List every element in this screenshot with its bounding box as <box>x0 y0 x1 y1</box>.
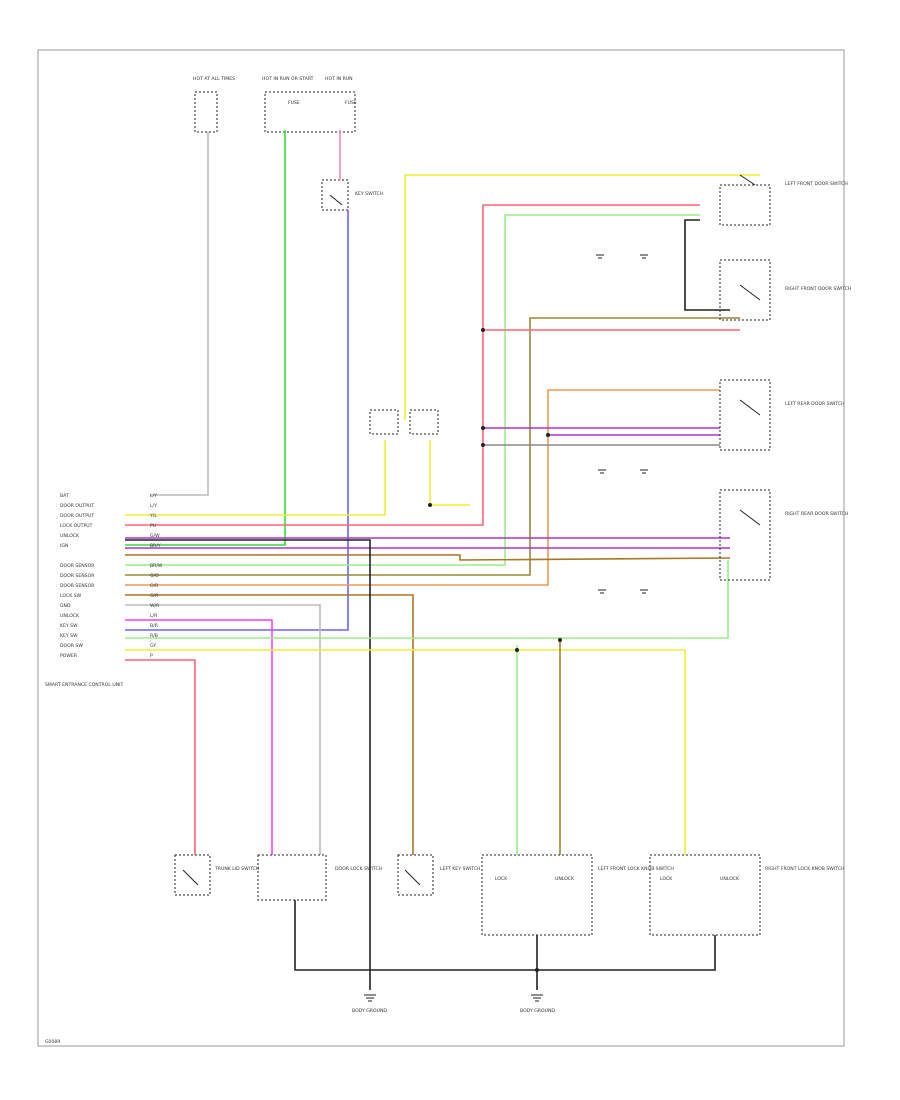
svg-text:LOCK: LOCK <box>660 876 673 882</box>
svg-text:GND: GND <box>60 603 71 609</box>
wire-brown-key <box>125 594 414 855</box>
svg-text:R/B: R/B <box>150 633 158 639</box>
wire-black-gnd <box>125 539 371 990</box>
svg-text:L/R: L/R <box>150 613 158 619</box>
svg-text:KEY SW: KEY SW <box>60 633 78 639</box>
svg-text:IGN: IGN <box>60 543 68 549</box>
svg-text:L/Y: L/Y <box>150 503 157 509</box>
svg-text:KEY SW: KEY SW <box>60 623 78 629</box>
wire-color-labels: L/Y L/Y Y/L PU G/W BR/Y BR/W G/O O/R G/R… <box>149 493 163 659</box>
rr-door-switch: RIGHT REAR DOOR SWITCH <box>719 489 848 581</box>
lr-door-switch: LEFT REAR DOOR SWITCH <box>719 379 845 451</box>
wire-green <box>125 130 286 546</box>
connectors-mid <box>369 409 439 435</box>
svg-text:UNLOCK: UNLOCK <box>555 876 575 882</box>
svg-text:DOOR SENSOR: DOOR SENSOR <box>60 583 95 589</box>
junctions <box>428 328 562 972</box>
pin-labels: BAT DOOR OUTPUT DOOR OUTPUT LOCK OUTPUT … <box>60 493 95 659</box>
wire-red <box>125 204 700 526</box>
fuse-b-label: FUSE <box>345 100 357 106</box>
wire-magenta <box>125 619 273 855</box>
svg-text:UNLOCK: UNLOCK <box>720 876 740 882</box>
wire-yellow-3 <box>429 440 470 506</box>
svg-text:UNLOCK: UNLOCK <box>60 533 80 539</box>
module-label: SMART ENTRANCE CONTROL UNIT <box>45 682 123 688</box>
svg-text:BR/Y: BR/Y <box>150 543 161 549</box>
trunk-switch-label: TRUNK LID SWITCH <box>214 866 259 872</box>
wire-lgreen <box>125 214 700 566</box>
diagram-frame <box>37 49 845 1047</box>
wire-gray-dls <box>125 604 321 855</box>
trunk-switch: TRUNK LID SWITCH <box>174 854 259 896</box>
wire-olive <box>125 317 740 576</box>
ground-2: BODY GROUND <box>520 994 555 1014</box>
fuse-a-label: FUSE <box>288 100 300 106</box>
wire-red-trunk <box>125 659 196 855</box>
door-lock-switch: DOOR LOCK SWITCH <box>257 854 382 901</box>
svg-text:POWER: POWER <box>60 653 78 659</box>
svg-text:DOOR SENSOR: DOOR SENSOR <box>60 563 95 569</box>
rf-lock-knob-label: RIGHT FRONT LOCK KNOB SWITCH <box>765 866 844 872</box>
wire-yellow-top <box>404 174 760 420</box>
wire-black-sw <box>684 219 730 311</box>
wire-yellow-2 <box>125 440 386 516</box>
left-key-switch-label: LEFT KEY SWITCH <box>440 866 480 872</box>
lr-door-switch-label: LEFT REAR DOOR SWITCH <box>785 401 845 407</box>
wire-bat <box>150 132 209 496</box>
door-lock-switch-label: DOOR LOCK SWITCH <box>335 866 382 872</box>
wire-lgreen-bus <box>125 560 729 639</box>
lf-lock-knob-label: LEFT FRONT LOCK KNOB SWITCH <box>598 866 674 872</box>
module-block: SMART ENTRANCE CONTROL UNIT BAT DOOR OUT… <box>45 493 163 688</box>
key-switch-label: KEY SWITCH <box>355 191 383 197</box>
lf-door-switch-label: LEFT FRONT DOOR SWITCH <box>785 181 848 187</box>
svg-text:P: P <box>150 653 153 659</box>
wire-orange <box>125 389 720 586</box>
wire-ground-bus <box>294 900 716 971</box>
svg-text:PU: PU <box>150 523 156 529</box>
wire-yellow-rf <box>125 649 686 855</box>
svg-text:G/R: G/R <box>150 593 159 599</box>
svg-text:BAT: BAT <box>60 493 69 499</box>
svg-text:UNLOCK: UNLOCK <box>60 613 80 619</box>
svg-text:W/R: W/R <box>150 603 160 609</box>
svg-text:DOOR OUTPUT: DOOR OUTPUT <box>60 513 94 519</box>
wire-brown <box>125 554 731 561</box>
figure-id: G0089 <box>45 1039 60 1045</box>
svg-text:L/Y: L/Y <box>150 493 157 499</box>
ground2-label: BODY GROUND <box>520 1008 555 1014</box>
hot-run2-label: HOT IN RUN <box>325 76 353 82</box>
left-key-switch: LEFT KEY SWITCH <box>397 854 480 896</box>
svg-text:G/O: G/O <box>150 573 159 579</box>
svg-text:O/R: O/R <box>150 583 159 589</box>
hot-run1-label: HOT IN RUN OR START <box>262 76 314 82</box>
svg-text:DOOR SENSOR: DOOR SENSOR <box>60 573 95 579</box>
rf-door-switch-label: RIGHT FRONT DOOR SWITCH <box>785 286 851 292</box>
batt-top-label: HOT AT ALL TIMES <box>193 76 235 82</box>
fuse-block: HOT AT ALL TIMES HOT IN RUN OR START HOT… <box>193 76 357 133</box>
lf-door-switch: LEFT FRONT DOOR SWITCH <box>719 174 848 226</box>
key-switch-top: KEY SWITCH <box>321 179 383 211</box>
rr-door-switch-label: RIGHT REAR DOOR SWITCH <box>785 511 848 517</box>
svg-text:DOOR OUTPUT: DOOR OUTPUT <box>60 503 94 509</box>
lf-lock-knob: LEFT FRONT LOCK KNOB SWITCH LOCK UNLOCK <box>481 854 674 936</box>
svg-text:DOOR SW: DOOR SW <box>60 643 83 649</box>
svg-text:G/W: G/W <box>150 533 160 539</box>
rf-door-switch: RIGHT FRONT DOOR SWITCH <box>719 259 851 321</box>
svg-text:BR/W: BR/W <box>150 563 163 569</box>
rf-lock-knob: RIGHT FRONT LOCK KNOB SWITCH LOCK UNLOCK <box>649 854 844 936</box>
wire-blue <box>125 210 349 631</box>
ground-1: BODY GROUND <box>352 994 387 1014</box>
wire-group <box>125 130 760 990</box>
ground-symbols <box>596 254 648 594</box>
svg-text:LOCK: LOCK <box>495 876 508 882</box>
svg-text:Y/L: Y/L <box>149 513 157 519</box>
svg-text:B/R: B/R <box>150 623 159 629</box>
svg-text:LOCK SW: LOCK SW <box>60 593 82 599</box>
svg-text:LOCK OUTPUT: LOCK OUTPUT <box>60 523 93 529</box>
ground1-label: BODY GROUND <box>352 1008 387 1014</box>
svg-text:GY: GY <box>150 643 156 649</box>
